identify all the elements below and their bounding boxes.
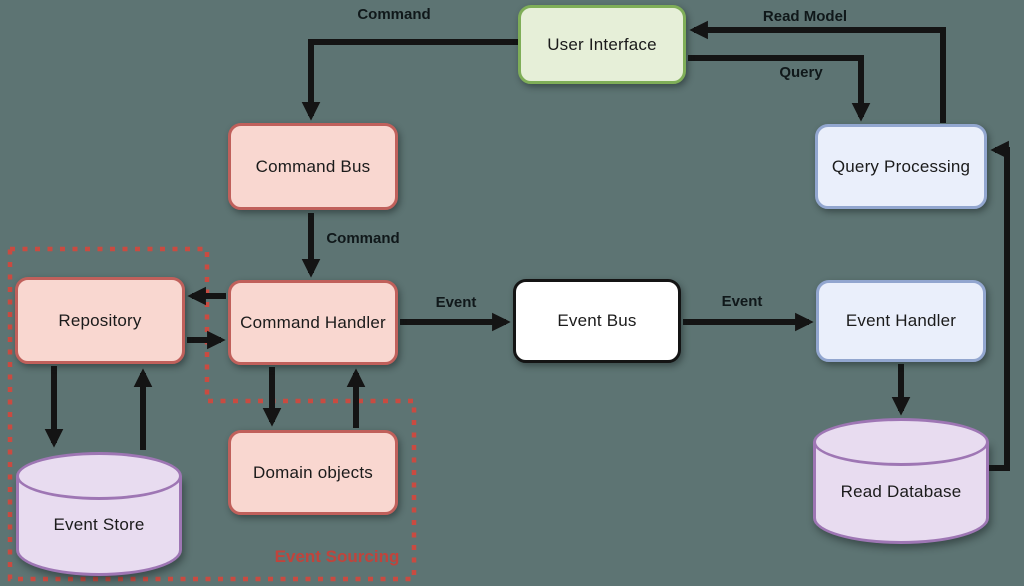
edge-label-command-top: Command <box>357 6 431 23</box>
edge-ui-to-command-bus <box>301 39 518 121</box>
edge-ui-to-query-processing-query <box>688 55 871 122</box>
node-command-bus-label: Command Bus <box>255 156 371 176</box>
edge-label-event-left: Event <box>435 294 477 311</box>
event-sourcing-boundary <box>7 246 417 582</box>
node-event-bus: Event Bus <box>513 279 681 363</box>
node-query-processing-label: Query Processing <box>831 156 971 176</box>
node-user-interface: User Interface <box>518 5 686 84</box>
node-event-handler: Event Handler <box>816 280 986 362</box>
node-event-bus-label: Event Bus <box>557 311 637 330</box>
node-event-store-label: Event Store <box>53 514 145 534</box>
node-query-processing: Query Processing <box>815 124 987 209</box>
edge-label-read-model: Read Model <box>762 8 848 25</box>
node-event-store: Event Store <box>16 452 182 576</box>
node-user-interface-label: User Interface <box>547 34 657 54</box>
edge-label-query: Query <box>779 64 823 81</box>
edge-query-processing-to-ui-read-model <box>689 20 946 123</box>
edge-label-event-right: Event <box>721 293 763 310</box>
node-event-handler-label: Event Handler <box>845 311 957 330</box>
edge-read-database-to-query-processing <box>988 140 1010 471</box>
event-sourcing-group-label: Event Sourcing <box>274 547 400 566</box>
node-read-database-label: Read Database <box>840 481 962 501</box>
node-repository: Repository <box>15 277 185 364</box>
node-command-bus: Command Bus <box>228 123 398 210</box>
node-domain-objects: Domain objects <box>228 430 398 515</box>
node-read-database: Read Database <box>813 418 989 544</box>
node-command-handler-label: Command Handler <box>240 312 386 332</box>
node-repository-label: Repository <box>58 310 142 330</box>
event-store-cylinder-top <box>16 452 182 500</box>
node-domain-objects-label: Domain objects <box>253 462 373 482</box>
node-command-handler: Command Handler <box>228 280 398 365</box>
edge-label-command-mid: Command <box>326 230 400 247</box>
read-database-cylinder-top <box>813 418 989 466</box>
